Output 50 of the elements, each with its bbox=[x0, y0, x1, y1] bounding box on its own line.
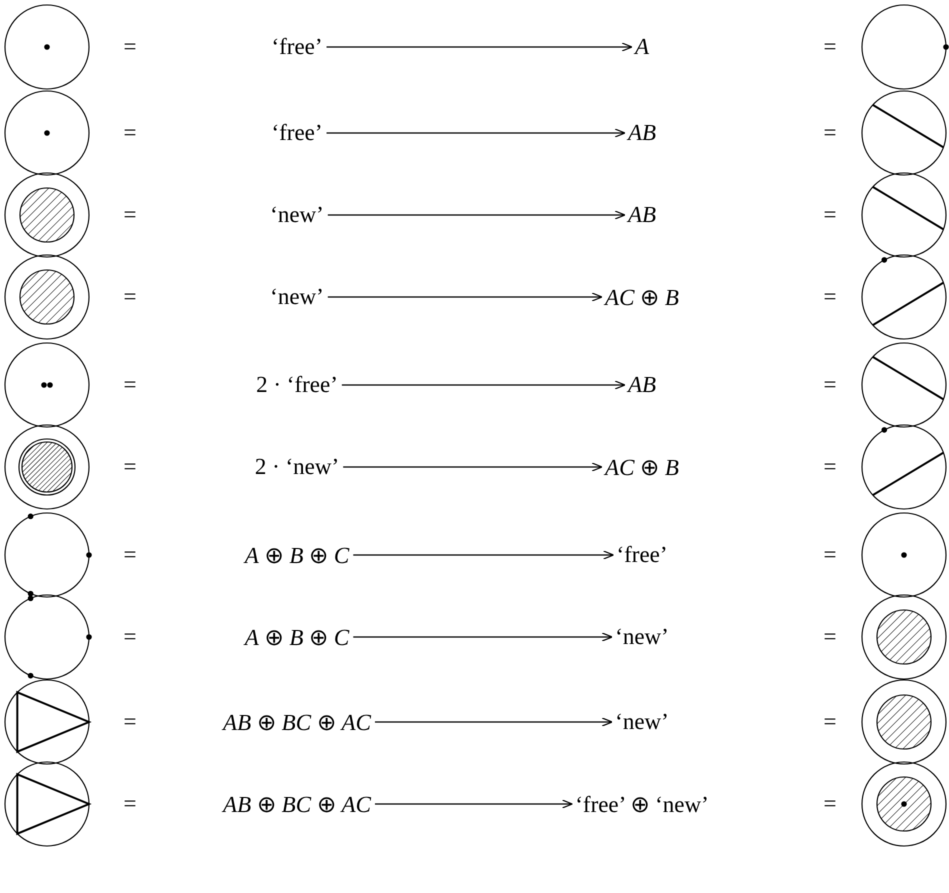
expression-text: A ⊕ B ⊕ C bbox=[244, 542, 350, 568]
expression-text: 2 · ‘free’ bbox=[256, 372, 338, 398]
arrow bbox=[353, 632, 613, 642]
expression-text: ‘new’ bbox=[615, 709, 669, 735]
arrow bbox=[326, 128, 626, 138]
expression-text: AB ⊕ BC ⊕ AC bbox=[223, 708, 371, 736]
expression-text: AB bbox=[628, 202, 656, 228]
arrow bbox=[374, 799, 573, 809]
equals-sign: = bbox=[822, 541, 838, 569]
equals-sign: = bbox=[122, 201, 138, 229]
arrow bbox=[342, 380, 626, 390]
equals-sign: = bbox=[122, 623, 138, 651]
arrow bbox=[328, 210, 626, 220]
equals-sign: = bbox=[822, 623, 838, 651]
expression-text: ‘free’ bbox=[271, 120, 323, 146]
expression-text: 2 · ‘new’ bbox=[254, 454, 340, 480]
equals-sign: = bbox=[122, 119, 138, 147]
equals-sign: = bbox=[122, 283, 138, 311]
arrow bbox=[326, 42, 633, 52]
expression-text: AC ⊕ B bbox=[605, 454, 679, 480]
expression-text: A bbox=[634, 34, 650, 60]
expression-text: ‘new’ bbox=[270, 284, 324, 310]
expression-text: ‘new’ bbox=[615, 624, 669, 650]
equals-sign: = bbox=[122, 790, 138, 818]
equals-sign: = bbox=[822, 201, 838, 229]
equals-sign: = bbox=[822, 283, 838, 311]
expression-text: ‘free’ bbox=[271, 34, 323, 60]
arrow bbox=[343, 462, 603, 472]
equals-sign: = bbox=[822, 453, 838, 481]
equals-sign: = bbox=[122, 708, 138, 736]
equals-sign: = bbox=[122, 371, 138, 399]
equals-sign: = bbox=[822, 708, 838, 736]
expression-text: AC ⊕ B bbox=[605, 284, 679, 310]
expression-text: AB bbox=[628, 372, 656, 398]
equals-sign: = bbox=[122, 541, 138, 569]
arrow bbox=[353, 550, 614, 560]
equals-sign: = bbox=[822, 371, 838, 399]
expression-text: ‘new’ bbox=[270, 202, 324, 228]
equals-sign: = bbox=[822, 33, 838, 61]
arrow bbox=[328, 292, 603, 302]
expression-text: AB ⊕ BC ⊕ AC bbox=[223, 790, 371, 818]
expression-text: AB bbox=[628, 120, 656, 146]
equals-sign: = bbox=[822, 790, 838, 818]
equals-sign: = bbox=[822, 119, 838, 147]
arrow bbox=[374, 717, 613, 727]
expression-text: A ⊕ B ⊕ C bbox=[244, 624, 350, 650]
equals-sign: = bbox=[122, 33, 138, 61]
equals-sign: = bbox=[122, 453, 138, 481]
expression-text: ‘free’ bbox=[616, 542, 668, 568]
expression-text: ‘free’ ⊕ ‘new’ bbox=[575, 790, 709, 818]
